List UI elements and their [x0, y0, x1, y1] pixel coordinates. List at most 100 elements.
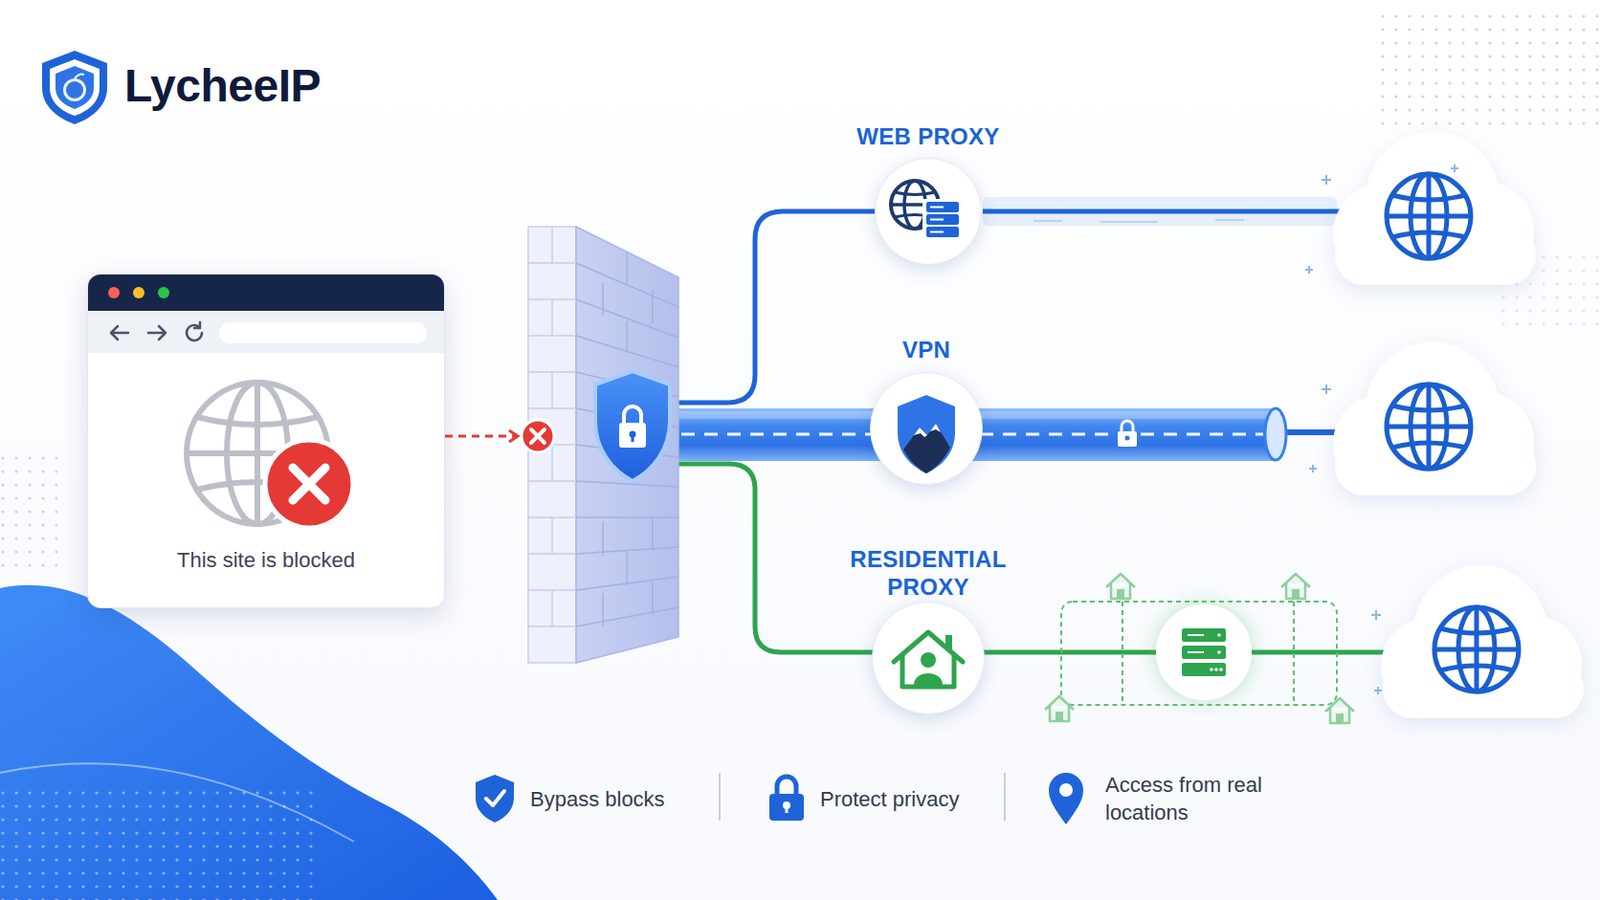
- blocked-request-line: [444, 420, 555, 453]
- residential-house-icon: [893, 632, 963, 663]
- firewall-wall: [576, 607, 679, 627]
- blocked-globe: [292, 467, 326, 501]
- logo-shield: [66, 81, 84, 99]
- lock-icon: [769, 794, 804, 822]
- logo-shield: [42, 50, 108, 125]
- wave-shape: [0, 784, 316, 900]
- firewall-wall: [651, 289, 654, 324]
- firewall-wall: [551, 226, 554, 264]
- tunnel-lock-icon: [1117, 431, 1137, 447]
- web-proxy-icon: [904, 180, 926, 229]
- server-icon: [1219, 667, 1223, 672]
- internet-cloud: [1380, 565, 1584, 719]
- web-proxy-icon: [926, 201, 959, 213]
- proxy-node: VPN: [830, 335, 1023, 486]
- firewall-wall: [625, 320, 628, 353]
- location-pin-icon: [1059, 783, 1073, 798]
- browser-title-bar: [88, 274, 445, 312]
- browser-window-controls: [186, 325, 202, 341]
- blocked-globe: [265, 440, 354, 529]
- browser-window-controls: [194, 322, 200, 329]
- firewall-wall: [576, 516, 679, 519]
- residential-house-icon: [893, 632, 963, 688]
- firewall-wall: [528, 226, 577, 664]
- web-proxy-line: [678, 197, 1340, 403]
- sparkle-marks: [1321, 384, 1332, 395]
- blocked-request-line: [509, 430, 518, 443]
- browser-toolbar: [88, 311, 445, 354]
- web-proxy-icon: [926, 226, 959, 238]
- logo-shield: [55, 66, 94, 110]
- firewall-wall: [625, 251, 628, 286]
- logo-shield: [49, 59, 100, 116]
- lock-icon: [782, 801, 791, 810]
- firewall-wall: [601, 282, 604, 316]
- location-pin-icon: [1048, 773, 1084, 825]
- web-proxy-line: [1100, 221, 1158, 223]
- server-icon: [1181, 628, 1226, 677]
- firewall-wall: [551, 590, 554, 627]
- web-proxy-icon: [930, 206, 944, 209]
- proxy-node: RESIDENTIAL PROXY: [832, 545, 1024, 715]
- web-proxy-line: [1033, 220, 1063, 223]
- blocked-globe: [197, 417, 318, 490]
- tunnel-lock-icon: [1117, 421, 1137, 447]
- vpn-tunnel: [1265, 408, 1287, 461]
- residential-house-icon: [902, 654, 955, 688]
- firewall-wall: [551, 299, 554, 336]
- tunnel-lock-icon: [1121, 421, 1134, 433]
- sparkle-marks: [1374, 687, 1382, 695]
- firewall-wall: [551, 517, 554, 555]
- internet-globe: [1386, 384, 1471, 469]
- web-proxy-icon: [890, 180, 961, 240]
- web-proxy-icon: [930, 231, 944, 234]
- blocked-request-line: [444, 435, 515, 439]
- server-icon: [1187, 634, 1204, 637]
- web-proxy-icon: [930, 219, 944, 222]
- firewall-wall: [651, 581, 654, 615]
- browser-window-controls: [148, 326, 166, 340]
- firewall-wall: [576, 481, 679, 488]
- server-icon: [1217, 633, 1222, 638]
- logo-shield: [74, 74, 85, 80]
- web-proxy-icon: [890, 180, 939, 229]
- browser-window-controls: [108, 287, 427, 344]
- residential-network: [1061, 601, 1337, 706]
- proxy-heading: RESIDENTIAL PROXY: [832, 545, 1024, 601]
- blocked-globe: [186, 450, 329, 457]
- web-proxy-icon: [922, 199, 961, 240]
- browser-window-controls: [108, 287, 120, 299]
- internet-cloud: [1333, 132, 1584, 719]
- residential-network: [1106, 574, 1135, 600]
- firewall-wall: [576, 226, 679, 664]
- vpn-shield-icon: [903, 423, 951, 474]
- web-proxy-icon: [890, 202, 939, 207]
- sparkle-marks: [1305, 266, 1313, 274]
- blocked-message: This site is blocked: [88, 547, 445, 575]
- internet-cloud: [1333, 342, 1536, 496]
- web-proxy-icon: [894, 192, 935, 218]
- firewall-wall: [528, 226, 577, 627]
- firewall-wall: [619, 422, 646, 448]
- server-icon: [1209, 667, 1214, 672]
- proxy-heading: VPN: [830, 335, 1023, 364]
- residential-network: [1155, 604, 1252, 701]
- logo-shield: [42, 50, 108, 125]
- internet-globe: [1386, 174, 1471, 259]
- vpn-tunnel: [678, 408, 1388, 462]
- firewall-wall: [623, 406, 642, 424]
- web-proxy-line: [1215, 219, 1245, 222]
- firewall-wall: [651, 517, 654, 552]
- blocked-globe: [186, 382, 329, 525]
- residential-proxy-line: [678, 464, 875, 653]
- vpn-shield-icon: [897, 395, 956, 474]
- server-icon: [1187, 651, 1204, 654]
- web-proxy-line: [678, 211, 875, 403]
- sparkle-marks: [1309, 465, 1317, 473]
- server-icon: [1214, 667, 1219, 672]
- server-icon: [1181, 663, 1226, 677]
- firewall-wall: [528, 226, 679, 664]
- feature-label: Access from real locations: [1105, 771, 1264, 827]
- server-icon: [1181, 628, 1226, 643]
